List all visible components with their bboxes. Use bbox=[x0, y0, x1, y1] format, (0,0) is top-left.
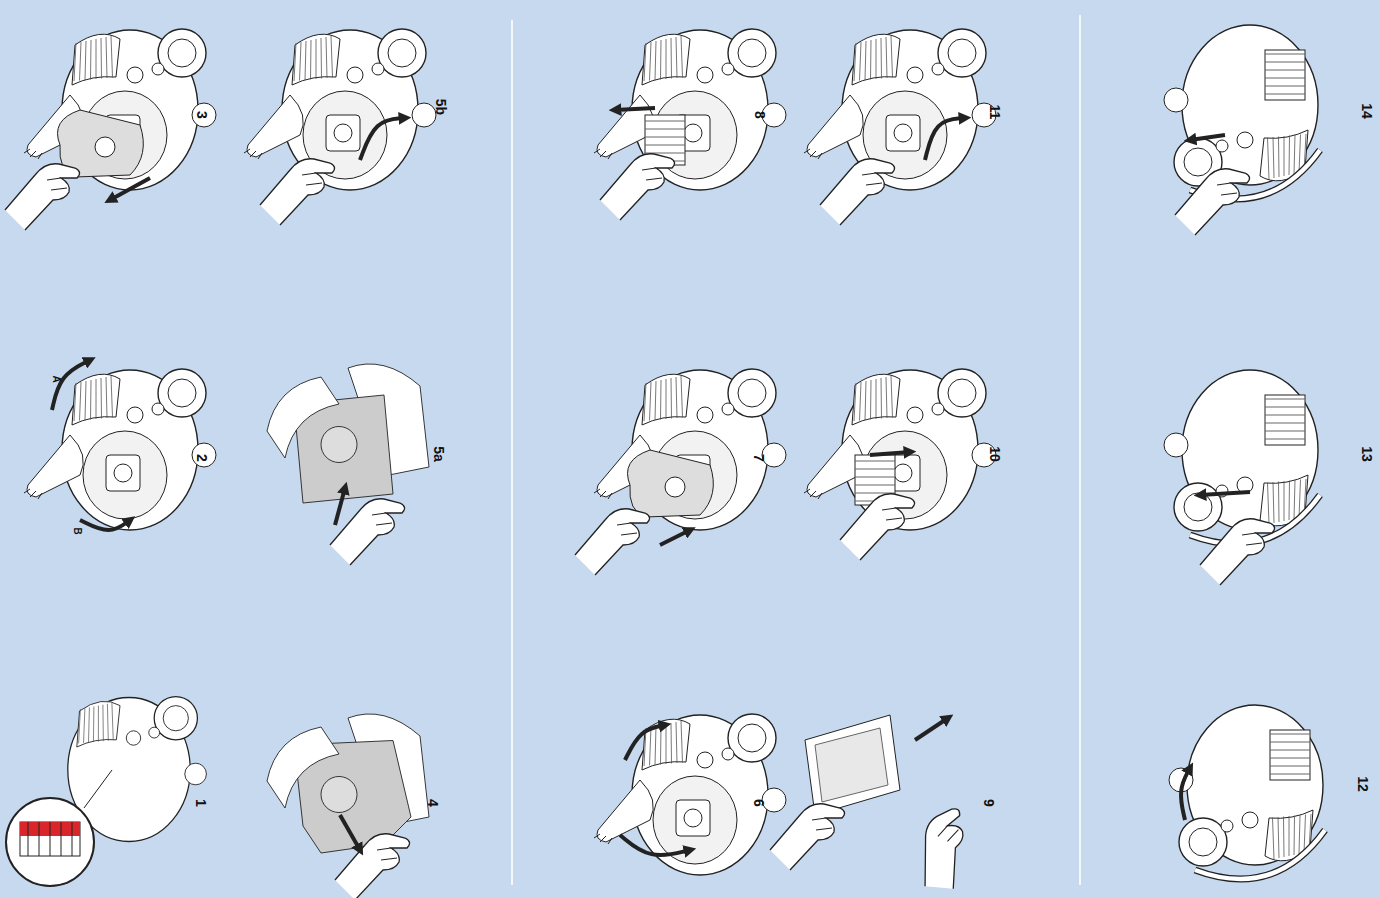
motion-arrow bbox=[1200, 492, 1250, 495]
step-number: 3 bbox=[195, 111, 209, 119]
hand bbox=[5, 164, 80, 230]
motion-arrow bbox=[915, 718, 948, 740]
motion-arrow bbox=[1190, 135, 1225, 140]
leader-line bbox=[84, 770, 112, 808]
filter-cartridge bbox=[805, 715, 900, 815]
hand bbox=[840, 494, 915, 560]
step-number: 7 bbox=[752, 454, 766, 462]
dust-bag bbox=[267, 364, 429, 503]
step-number: 14 bbox=[1360, 103, 1374, 119]
motion-arrow bbox=[360, 118, 405, 160]
vacuum-cleaner bbox=[1164, 370, 1320, 544]
motion-arrow bbox=[340, 815, 360, 850]
vacuum-cleaner bbox=[244, 29, 436, 190]
motion-arrow bbox=[870, 452, 910, 455]
step-number: 11 bbox=[988, 104, 1002, 119]
motion-arrow bbox=[925, 118, 965, 160]
hand bbox=[770, 804, 845, 870]
panel-divider bbox=[511, 20, 513, 885]
motion-arrow bbox=[625, 725, 665, 760]
step-number: 13 bbox=[1360, 446, 1374, 462]
dust-bag bbox=[267, 714, 429, 853]
hand bbox=[260, 159, 335, 225]
hand bbox=[600, 154, 675, 220]
motion-arrow bbox=[660, 530, 690, 545]
step-number: 1 bbox=[194, 799, 208, 807]
step-number: 6 bbox=[752, 799, 766, 807]
step-number: 2 bbox=[195, 454, 209, 462]
vacuum-cleaner bbox=[594, 714, 786, 875]
step-number: 8 bbox=[753, 111, 767, 119]
motion-arrow bbox=[52, 360, 90, 410]
step-number: 12 bbox=[1356, 776, 1370, 792]
hand bbox=[575, 509, 650, 575]
motion-arrow bbox=[335, 488, 345, 525]
step-number: 4 bbox=[426, 799, 440, 807]
vacuum-cleaner bbox=[594, 29, 786, 190]
vacuum-cleaner bbox=[804, 29, 996, 190]
vacuum-cleaner bbox=[594, 369, 786, 530]
motion-arrow bbox=[620, 835, 690, 855]
direction-letter: B bbox=[72, 528, 82, 535]
motion-arrow bbox=[110, 178, 150, 200]
step-number: 10 bbox=[988, 446, 1002, 462]
hand bbox=[820, 159, 895, 225]
motion-arrow bbox=[1181, 768, 1190, 820]
hand bbox=[895, 803, 995, 898]
hand bbox=[335, 834, 410, 898]
step-number: 9 bbox=[982, 799, 996, 807]
hand bbox=[1175, 169, 1250, 235]
step-number: 5b bbox=[434, 99, 448, 115]
hand bbox=[1200, 519, 1275, 585]
vacuum-cleaner bbox=[24, 369, 216, 530]
direction-letter: A bbox=[51, 376, 61, 383]
motion-arrow bbox=[80, 520, 130, 530]
vacuum-cleaner bbox=[1169, 705, 1325, 879]
bag-indicator-icon bbox=[6, 798, 94, 886]
motion-arrow bbox=[615, 108, 655, 110]
step-number: 5a bbox=[432, 446, 446, 462]
panel-divider bbox=[1079, 15, 1081, 885]
